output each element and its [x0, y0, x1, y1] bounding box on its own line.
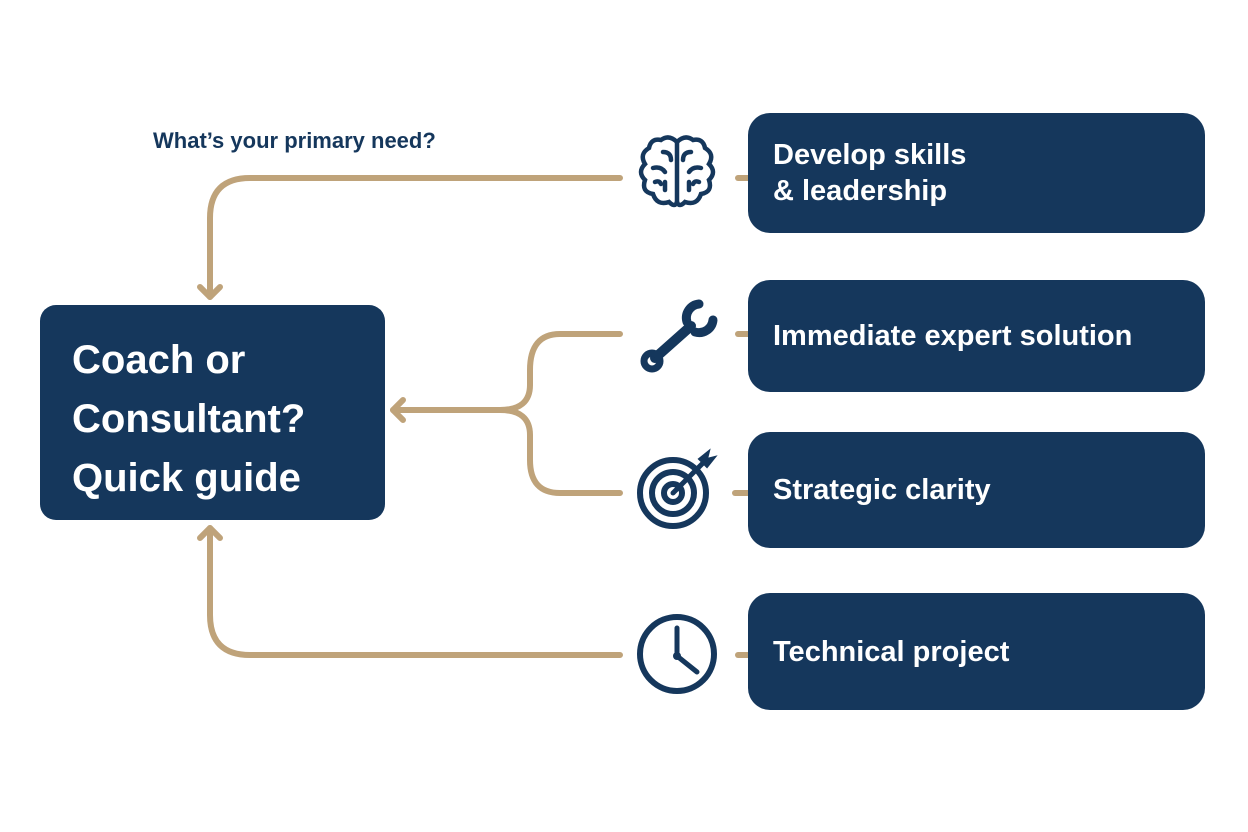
option-label: & leadership: [773, 175, 948, 207]
connector-develop: [207, 175, 623, 300]
arrowhead-top: [197, 284, 223, 300]
option-strategic-clarity[interactable]: Strategic clarity: [748, 432, 1205, 548]
option-immediate-solution[interactable]: Immediate expert solution: [748, 280, 1205, 392]
title-line: Consultant?: [72, 397, 306, 441]
clock-icon: [637, 614, 717, 694]
title-line: Quick guide: [72, 456, 301, 500]
option-label: Immediate expert solution: [773, 320, 1133, 352]
wrench-icon: [640, 299, 718, 373]
arrowhead-bottom: [197, 525, 223, 541]
option-label: Develop skills: [773, 139, 967, 171]
target-icon: [637, 448, 718, 529]
connector-strategic: [497, 407, 623, 496]
option-label: Strategic clarity: [773, 474, 991, 506]
connector-immediate: [497, 331, 623, 413]
option-technical-project[interactable]: Technical project: [748, 593, 1205, 710]
option-label: Technical project: [773, 635, 1010, 668]
option-develop-skills[interactable]: Develop skills & leadership: [748, 113, 1205, 233]
arrowhead-middle: [390, 397, 406, 423]
question-label: What’s your primary need?: [153, 128, 436, 153]
brain-icon: [638, 135, 716, 208]
main-title-box: Coach or Consultant? Quick guide: [40, 305, 385, 520]
title-line: Coach or: [72, 338, 246, 382]
connector-technical: [207, 525, 623, 658]
